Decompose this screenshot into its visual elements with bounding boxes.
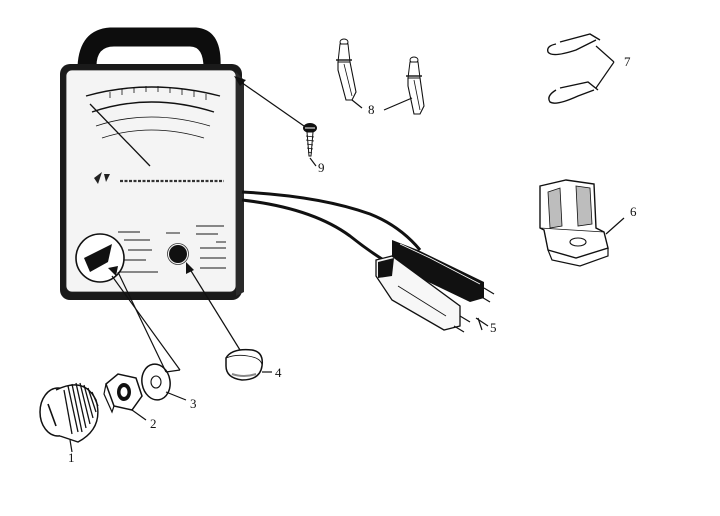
meter-brand-line (94, 172, 224, 184)
meter-selector-dial (75, 233, 125, 283)
knob (39, 382, 99, 443)
hex-nut (103, 373, 143, 414)
screw (303, 123, 317, 157)
callout-3: 3 (190, 396, 197, 411)
spring-clips (546, 33, 601, 104)
arrowhead-to-dial (108, 266, 118, 276)
callout-7: 7 (624, 54, 631, 69)
wall-anchors (336, 38, 425, 115)
callout-9: 9 (318, 160, 325, 175)
mounting-bracket (539, 179, 609, 267)
callout-6: 6 (630, 204, 637, 219)
push-button-cap (225, 348, 264, 381)
callout-2: 2 (150, 416, 157, 431)
meter-needle (89, 103, 151, 167)
knob-pointer-mark (47, 403, 57, 427)
meter-handle (77, 27, 221, 69)
meter-panel-markings (118, 225, 226, 273)
washer (141, 363, 171, 401)
callout-4: 4 (275, 365, 282, 380)
leader-lines (69, 45, 625, 453)
arrowhead-to-button (186, 262, 194, 274)
callout-5: 5 (490, 320, 497, 335)
leader-arrowheads (108, 76, 246, 276)
test-lead-clips (375, 240, 495, 333)
callout-labels: 1 2 3 4 5 6 7 8 9 (68, 54, 637, 465)
test-lead-cables (241, 190, 422, 266)
callout-1: 1 (68, 450, 75, 465)
callout-8: 8 (368, 102, 375, 117)
meter-push-button (167, 243, 189, 265)
meter-dial-face (85, 86, 221, 167)
arrowhead-to-meter-top (234, 76, 246, 86)
